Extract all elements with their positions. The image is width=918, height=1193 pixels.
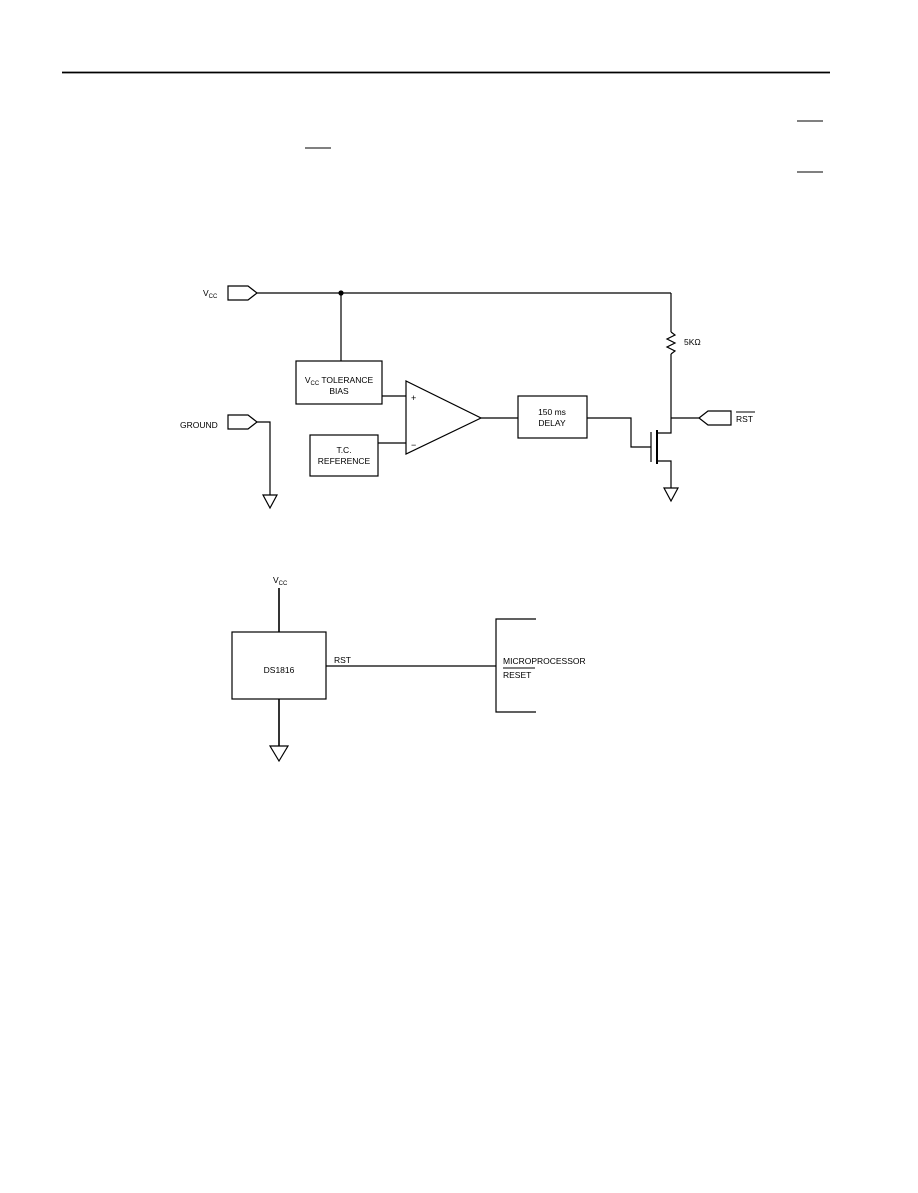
tc-reference-block: T.C. REFERENCE [309, 434, 379, 477]
application-diagram: VCC DS1816 RST MICROPROCESSOR RESET [231, 575, 586, 763]
ground-symbol [261, 494, 279, 510]
ds1816-box [231, 631, 327, 700]
tc-reference-label-line1: T.C. [336, 445, 351, 455]
delay-box [517, 395, 588, 439]
resistor-label: 5KΩ [684, 337, 701, 347]
comparator-minus-label: − [411, 440, 416, 450]
delay-to-gate-wire [587, 417, 651, 448]
vcc-pin-connector [227, 285, 258, 301]
delay-block: 150 ms DELAY [517, 395, 588, 439]
tc-reference-box [309, 434, 379, 477]
ground-pin: GROUND [180, 414, 279, 510]
rst-pin-connector [698, 410, 732, 426]
resistor-zigzag [665, 331, 677, 355]
app-vcc-label: VCC [273, 575, 288, 587]
ds1816-label: DS1816 [264, 665, 295, 675]
output-transistor [650, 418, 672, 488]
pullup-resistor: 5KΩ [665, 331, 701, 355]
app-rst-label: RST [334, 655, 351, 665]
delay-label-line1: 150 ms [538, 407, 566, 417]
microprocessor-block: MICROPROCESSOR RESET [495, 618, 586, 713]
delay-label-line2: DELAY [538, 418, 566, 428]
ds1816-chip: DS1816 [231, 631, 327, 700]
comparator: + − [405, 380, 483, 455]
comparator-triangle [405, 380, 483, 455]
microprocessor-bracket [495, 618, 536, 713]
tc-reference-label-line2: REFERENCE [318, 456, 371, 466]
tolerance-bias-label-line1: VCC TOLERANCE [305, 375, 374, 387]
ground-wire [257, 421, 271, 495]
transistor-drain [657, 418, 672, 434]
vcc-pin-label: VCC [203, 288, 218, 300]
vcc-tolerance-bias-block: VCC TOLERANCE BIAS [295, 360, 383, 405]
app-ground-symbol [268, 745, 290, 763]
tolerance-bias-label-line2: BIAS [329, 386, 349, 396]
ground-pin-label: GROUND [180, 420, 218, 430]
block-diagram: VCC 5KΩ VCC TOLERANCE BIAS T.C. REFERENC… [180, 285, 755, 510]
microprocessor-label: MICROPROCESSOR [503, 656, 586, 666]
vcc-pin: VCC [203, 285, 258, 301]
tolerance-bias-box [295, 360, 383, 405]
rst-pin: RST [698, 410, 755, 426]
comparator-plus-label: + [411, 393, 416, 403]
microprocessor-reset-label: RESET [503, 670, 531, 680]
rst-pin-label: RST [736, 414, 753, 424]
transistor-ground-symbol [662, 487, 680, 503]
ground-pin-connector [227, 414, 258, 430]
transistor-source [657, 460, 672, 488]
